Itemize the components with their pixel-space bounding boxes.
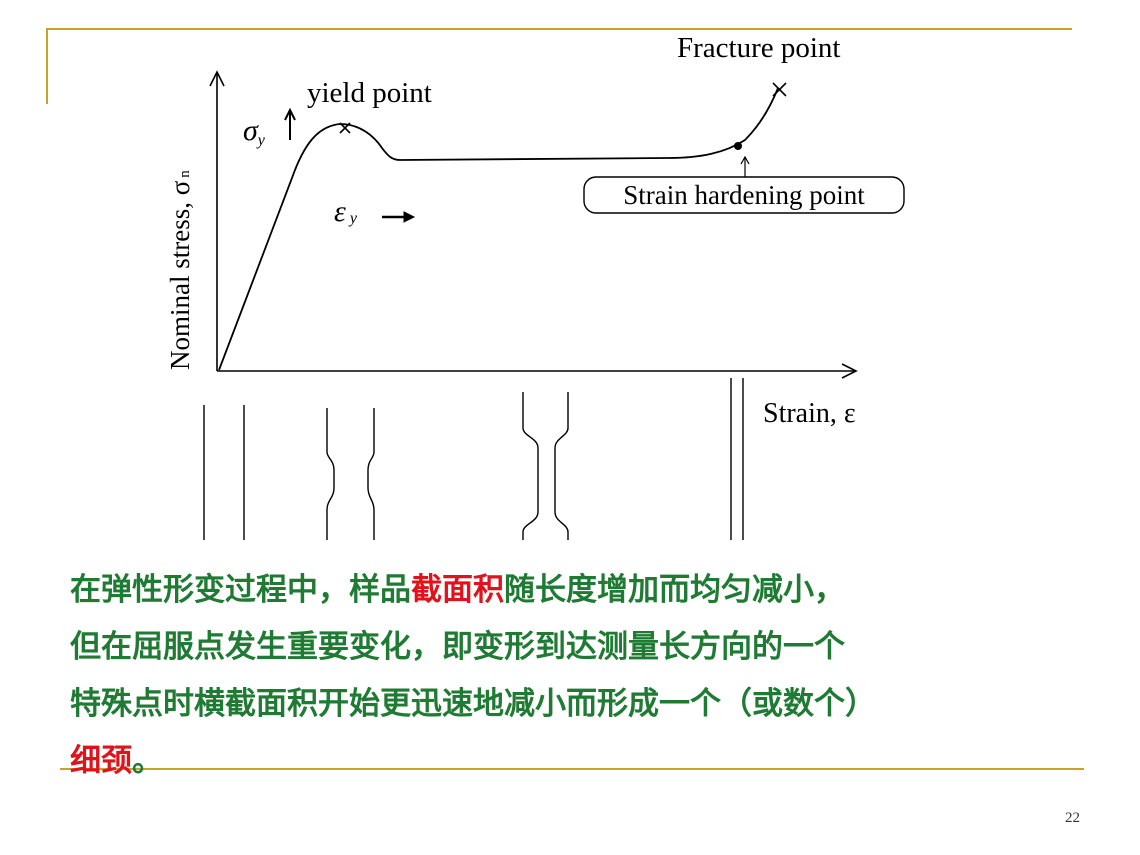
strain-hardening-dot (734, 142, 742, 150)
y-axis-label: Nominal stress, σn (165, 170, 195, 370)
axes (209, 70, 858, 379)
specimen-yield-right (367, 408, 375, 540)
highlight-necking: 细颈 (70, 743, 132, 779)
specimen-yield-left (326, 408, 335, 540)
specimen-plastic-left (522, 392, 539, 540)
specimen-sketches (203, 378, 744, 540)
explanation-line-4: 细颈。 (70, 743, 163, 779)
x-axis-arrowhead (841, 363, 858, 379)
explanation-line-2: 但在屈服点发生重要变化，即变形到达测量长方向的一个 (70, 629, 845, 665)
x-axis-label: Strain, ε (763, 398, 856, 429)
yield-point-label: yield point (307, 77, 432, 109)
fracture-point-label: Fracture point (677, 32, 840, 64)
stress-strain-curve (218, 87, 779, 371)
strain-hardening-label-box (583, 176, 905, 214)
specimen-plastic-right (554, 392, 569, 540)
strain-hardening-label: Strain hardening point (623, 180, 865, 210)
page-number: 22 (1065, 810, 1080, 826)
left-rule (46, 28, 48, 104)
sigma-y-symbol: σy (243, 114, 266, 149)
explanation-line-3: 特殊点时横截面积开始更迅速地减小而形成一个（或数个） (70, 686, 876, 722)
highlight-cross-section-area: 截面积 (411, 572, 504, 608)
y-axis-arrowhead (209, 70, 225, 87)
top-rule (46, 28, 1072, 30)
yield-point-marker (339, 122, 351, 134)
fracture-point-marker (772, 82, 787, 97)
explanation-text: 在弹性形变过程中，样品截面积随长度增加而均匀减小， 但在屈服点发生重要变化，即变… (70, 562, 1080, 790)
epsilon-y-right-arrow (382, 211, 416, 223)
bottom-rule (60, 768, 1084, 770)
sigma-y-up-arrow (284, 107, 296, 140)
explanation-line-1: 在弹性形变过程中，样品截面积随长度增加而均匀减小， (70, 572, 845, 608)
